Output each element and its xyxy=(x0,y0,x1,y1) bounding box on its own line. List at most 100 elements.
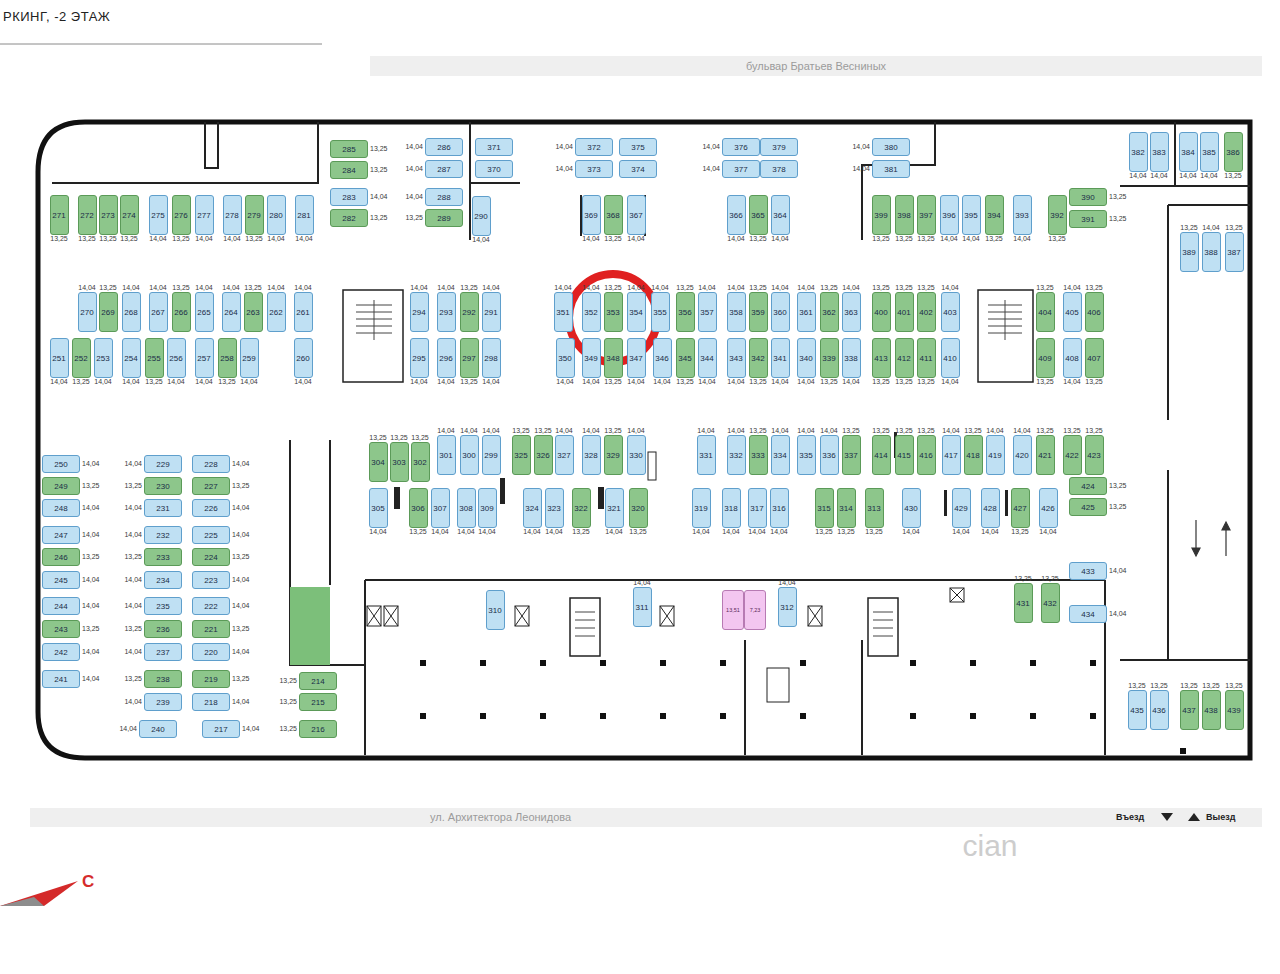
space-number: 260 xyxy=(296,354,309,363)
space-area: 13,25 xyxy=(1224,172,1242,180)
storage-room: 13,51 xyxy=(722,590,744,630)
parking-space: 23714,04 xyxy=(144,643,182,661)
space-number: 227 xyxy=(204,482,217,491)
space-area: 14,04 xyxy=(232,602,250,610)
space-area: 13,25 xyxy=(749,284,767,292)
parking-space: 32613,25 xyxy=(534,435,553,475)
space-area: 13,25 xyxy=(82,553,100,561)
space-number: 363 xyxy=(844,308,857,317)
space-number: 230 xyxy=(156,482,169,491)
parking-space: 22713,25 xyxy=(192,477,230,495)
parking-space: 21814,04 xyxy=(192,693,230,711)
parking-space: 41513,25 xyxy=(895,435,914,475)
space-number: 357 xyxy=(700,308,713,317)
space-area: 13,25 xyxy=(895,235,913,243)
street-band xyxy=(370,56,1262,76)
space-number: 308 xyxy=(459,504,472,513)
space-area: 14,04 xyxy=(82,460,100,468)
space-area: 14,04 xyxy=(232,504,250,512)
parking-space: 374 xyxy=(619,160,657,178)
stair-steps xyxy=(356,300,1022,636)
space-area: 13,25 xyxy=(99,284,117,292)
space-area: 13,25 xyxy=(629,528,647,536)
logo-letter: С xyxy=(82,872,94,892)
space-number: 395 xyxy=(964,211,977,220)
parking-space: 32414,04 xyxy=(523,488,542,528)
space-area: 14,04 xyxy=(555,427,573,435)
space-area: 13,25 xyxy=(232,625,250,633)
space-number: 274 xyxy=(122,211,135,220)
space-number: 224 xyxy=(204,553,217,562)
space-area: 13,25 xyxy=(820,378,838,386)
space-number: 246 xyxy=(54,553,67,562)
parking-space: 27313,25 xyxy=(99,195,118,235)
space-area: 14,04 xyxy=(124,460,142,468)
space-area: 14,04 xyxy=(797,378,815,386)
space-number: 437 xyxy=(1182,706,1195,715)
parking-space: 27014,04 xyxy=(78,292,97,332)
parking-space: 24514,04 xyxy=(42,571,80,589)
parking-space: 22413,25 xyxy=(192,548,230,566)
stair-core xyxy=(343,290,1033,656)
parking-space: 22814,04 xyxy=(192,455,230,473)
space-number: 264 xyxy=(224,308,237,317)
space-number: 281 xyxy=(297,211,310,220)
space-area: 14,04 xyxy=(770,528,788,536)
space-number: 303 xyxy=(392,458,405,467)
space-area: 14,04 xyxy=(698,378,716,386)
space-area: 14,04 xyxy=(232,698,250,706)
parking-space: 26613,25 xyxy=(172,292,191,332)
space-number: 436 xyxy=(1152,706,1165,715)
space-area: 14,04 xyxy=(545,528,563,536)
ramp-arrows xyxy=(1192,520,1230,556)
parking-space: 24814,04 xyxy=(42,499,80,517)
space-area: 14,04 xyxy=(1150,172,1168,180)
space-area: 14,04 xyxy=(1063,284,1081,292)
parking-space: 23313,25 xyxy=(144,548,182,566)
space-number: 239 xyxy=(156,698,169,707)
parking-space: 24114,04 xyxy=(42,670,80,688)
parking-space: 37714,04 xyxy=(722,160,760,178)
parking-space: 25914,04 xyxy=(240,338,259,378)
space-number: 241 xyxy=(54,675,67,684)
space-number: 285 xyxy=(342,145,355,154)
space-number: 365 xyxy=(751,211,764,220)
space-number: 293 xyxy=(439,308,452,317)
space-number: 423 xyxy=(1087,451,1100,460)
space-number: 247 xyxy=(54,531,67,540)
space-number: 325 xyxy=(514,451,527,460)
parking-space: 37214,04 xyxy=(575,138,613,156)
parking-space: 34714,04 xyxy=(627,338,646,378)
parking-space: 42614,04 xyxy=(1039,488,1058,528)
space-area: 14,04 xyxy=(1200,172,1218,180)
space-number: 348 xyxy=(606,354,619,363)
space-area: 14,04 xyxy=(555,165,573,173)
space-area: 14,04 xyxy=(94,378,112,386)
space-number: 374 xyxy=(631,165,644,174)
green-plot xyxy=(290,587,330,665)
space-number: 342 xyxy=(751,354,764,363)
space-area: 14,04 xyxy=(748,528,766,536)
parking-space: 28913,25 xyxy=(425,209,463,227)
parking-space: 30814,04 xyxy=(457,488,476,528)
space-area: 14,04 xyxy=(1063,378,1081,386)
space-area: 13,25 xyxy=(1109,215,1127,223)
logo-mark xyxy=(0,881,78,906)
parking-space: 29114,04 xyxy=(482,292,501,332)
parking-space: 24214,04 xyxy=(42,643,80,661)
space-area: 14,04 xyxy=(605,528,623,536)
space-number: 384 xyxy=(1181,148,1194,157)
space-number: 307 xyxy=(433,504,446,513)
space-number: 310 xyxy=(488,606,501,615)
parking-space: 35714,04 xyxy=(698,292,717,332)
entry-arrow xyxy=(1161,813,1173,821)
space-number: 354 xyxy=(629,308,642,317)
space-area: 13,25 xyxy=(1109,503,1127,511)
parking-space: 26014,04 xyxy=(294,338,313,378)
space-number: 263 xyxy=(246,308,259,317)
parking-space: 27113,25 xyxy=(50,195,69,235)
parking-space: 39614,04 xyxy=(940,195,959,235)
space-area: 13,25 xyxy=(1225,682,1243,690)
space-area: 14,04 xyxy=(195,284,213,292)
parking-space: 40113,25 xyxy=(895,292,914,332)
